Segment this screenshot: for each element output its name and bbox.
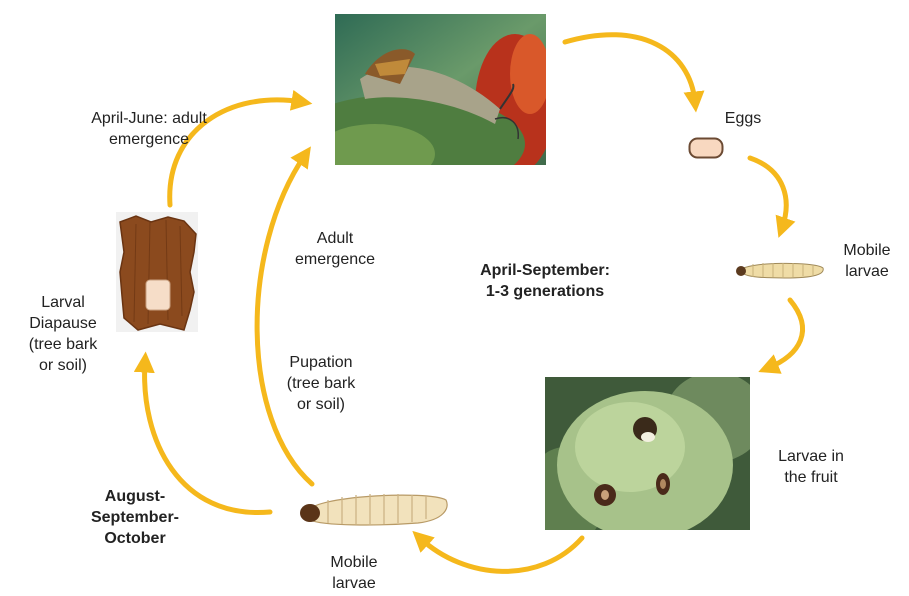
moth-photo-icon xyxy=(285,14,555,194)
label-larval-diapause: Larval Diapause (tree bark or soil) xyxy=(14,292,112,376)
label-april-june: April-June: adult emergence xyxy=(60,108,238,150)
large-larva-icon xyxy=(298,486,452,528)
label-adult-emergence-line1: Adult xyxy=(316,230,354,247)
label-larval-diapause-line3: (tree bark xyxy=(28,336,98,353)
label-adult-emergence-line2: emergence xyxy=(294,251,376,268)
label-mobile-larvae-bottom-line1: Mobile xyxy=(330,554,378,571)
center-title-line1: April-September: xyxy=(480,262,610,279)
label-pupation: Pupation (tree bark or soil) xyxy=(272,352,370,415)
arrow-pupation-to-adult xyxy=(254,146,315,487)
small-larva-icon xyxy=(735,258,827,280)
label-mobile-larvae-right: Mobile larvae xyxy=(833,240,901,282)
arrow-larva-to-diapause xyxy=(133,351,273,516)
label-aug-oct-line1: August- xyxy=(104,488,166,505)
arrow-eggs-to-larva xyxy=(747,155,796,238)
label-aug-oct: August- September- October xyxy=(80,486,190,549)
label-april-june-line1: April-June: adult xyxy=(91,110,207,127)
label-larval-diapause-line4: or soil) xyxy=(38,357,87,374)
label-pupation-line3: or soil) xyxy=(296,396,345,413)
bark-cocoon-icon xyxy=(116,212,198,332)
arrow-moth-to-eggs xyxy=(562,32,705,113)
label-mobile-larvae-right-line2: larvae xyxy=(845,263,889,280)
label-eggs-text: Eggs xyxy=(724,110,762,127)
arrow-fruit-to-bottom-larva xyxy=(412,530,585,574)
label-larvae-fruit-line2: the fruit xyxy=(784,469,838,486)
center-title: April-September: 1-3 generations xyxy=(455,260,635,302)
label-larvae-fruit-line1: Larvae in xyxy=(778,448,844,465)
label-aug-oct-line3: October xyxy=(104,530,166,547)
arrow-diapause-to-moth xyxy=(167,89,313,208)
egg-icon xyxy=(688,137,724,159)
label-larvae-fruit: Larvae in the fruit xyxy=(765,446,857,488)
arrow-larva-to-fruit xyxy=(758,297,806,374)
label-mobile-larvae-right-line1: Mobile xyxy=(843,242,891,259)
label-larval-diapause-line1: Larval xyxy=(41,294,85,311)
label-aug-oct-line2: September- xyxy=(90,509,180,526)
center-title-line2: 1-3 generations xyxy=(485,283,605,300)
label-april-june-line2: emergence xyxy=(108,131,190,148)
apple-photo-icon xyxy=(525,372,765,547)
label-mobile-larvae-bottom-line2: larvae xyxy=(332,575,376,592)
label-pupation-line1: Pupation xyxy=(289,354,353,371)
label-adult-emergence: Adult emergence xyxy=(280,228,390,270)
label-pupation-line2: (tree bark xyxy=(286,375,356,392)
label-larval-diapause-line2: Diapause xyxy=(29,315,97,332)
label-eggs: Eggs xyxy=(718,108,768,129)
label-mobile-larvae-bottom: Mobile larvae xyxy=(318,552,390,594)
